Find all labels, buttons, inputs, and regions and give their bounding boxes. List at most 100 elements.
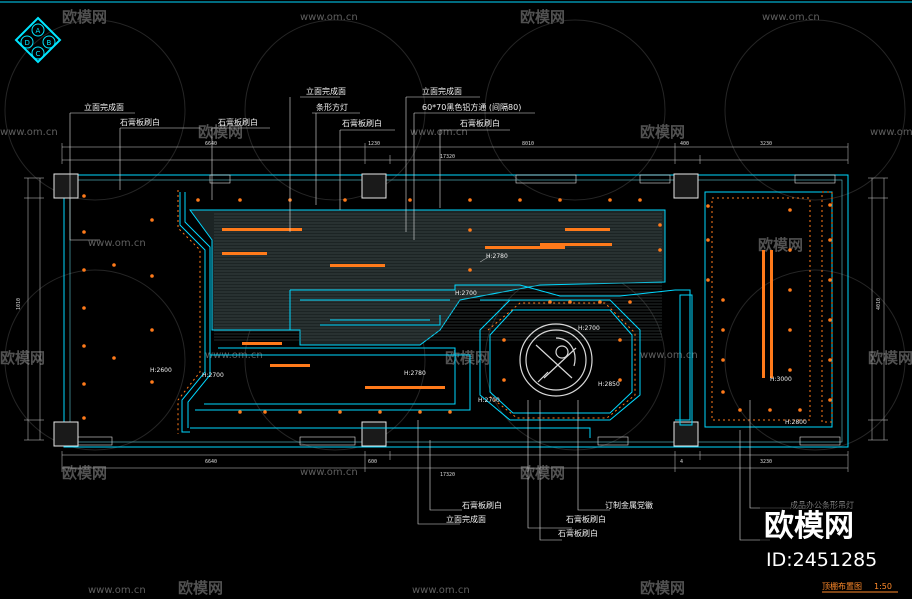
dim-text: 3230 [760, 141, 772, 147]
downlight [628, 300, 632, 304]
watermark-brand: 欧模网 [758, 236, 803, 254]
dim-text: 4 [680, 459, 683, 465]
downlight [468, 228, 472, 232]
dim-text: 8010 [522, 141, 534, 147]
linear-light [222, 252, 267, 255]
dim-total: 17320 [440, 154, 455, 160]
dim-text: 6640 [205, 141, 217, 147]
annotation-label: 石膏板刷白 [120, 117, 160, 127]
ceiling-bulkheads [179, 191, 833, 438]
annotation-label: 订制金属党徽 [605, 500, 653, 510]
downlight [721, 298, 725, 302]
linear-light [242, 342, 282, 345]
downlight [343, 198, 347, 202]
annotation-label: 石膏板刷白 [342, 118, 382, 128]
downlight [788, 328, 792, 332]
annotation-label: 立面完成面 [422, 86, 462, 96]
watermark-url: www.om.cn [410, 127, 468, 138]
watermark-brand: 欧模网 [640, 579, 685, 597]
annotation-label: 条形方灯 [316, 102, 348, 112]
downlight [828, 238, 832, 242]
downlight [828, 398, 832, 402]
downlight [418, 410, 422, 414]
dimension-values: 6640 1230 8010 400 3230 17320 6640 600 4… [16, 141, 882, 478]
linear-light [762, 250, 765, 378]
annotation-label: 石膏板刷白 [218, 117, 258, 127]
height-label: H:2850 [598, 381, 620, 388]
watermark-url: www.om.cn [0, 127, 58, 138]
downlight [788, 288, 792, 292]
downlight [706, 204, 710, 208]
watermark-brand: 欧模网 [62, 464, 107, 482]
watermark-brand: 欧模网 [0, 349, 45, 367]
watermark-brand: 欧模网 [62, 8, 107, 26]
downlights [82, 194, 832, 420]
downlight [82, 230, 86, 234]
linear-light [565, 228, 610, 231]
watermark-url: www.om.cn [88, 238, 146, 249]
downlight [263, 410, 267, 414]
downlight [798, 408, 802, 412]
downlight [828, 358, 832, 362]
downlight [828, 278, 832, 282]
downlight [112, 263, 116, 267]
height-labels: H:2780 H:2700 H:2700 H:2600 H:2700 H:278… [150, 253, 807, 426]
linear-light [540, 243, 612, 246]
downlight [150, 218, 154, 222]
downlight [82, 306, 86, 310]
watermark-url: www.om.cn [300, 467, 358, 478]
annotation-label: 石膏板刷白 [460, 118, 500, 128]
downlight [618, 338, 622, 342]
downlight [598, 300, 602, 304]
downlight [608, 198, 612, 202]
dim-text: 3230 [760, 459, 772, 465]
downlight [82, 344, 86, 348]
downlight [788, 368, 792, 372]
dimension-lines [24, 143, 888, 472]
annotation-label: 立面完成面 [84, 102, 124, 112]
downlight [468, 268, 472, 272]
annotation-label: 石膏板刷白 [462, 500, 502, 510]
downlight [82, 382, 86, 386]
annotation-label: 立面完成面 [306, 86, 346, 96]
watermark-brand: 欧模网 [445, 349, 490, 367]
downlight [721, 358, 725, 362]
downlight [518, 198, 522, 202]
linear-light [770, 250, 773, 378]
height-label: H:2700 [455, 290, 477, 297]
downlight [238, 198, 242, 202]
annotation-label: 石膏板刷白 [566, 514, 606, 524]
dim-text: 4010 [876, 298, 882, 310]
watermark-big-brand: 欧模网 [764, 509, 854, 544]
downlight [558, 198, 562, 202]
downlight [502, 338, 506, 342]
logo-letter: A [36, 27, 41, 35]
watermark-brand: 欧模网 [640, 123, 685, 141]
downlight [721, 328, 725, 332]
watermark-url: www.om.cn [640, 350, 698, 361]
abcd-logo-icon: A B C D [14, 16, 62, 64]
watermark-url: www.om.cn [88, 585, 146, 596]
downlight [788, 248, 792, 252]
watermark-layer: 欧模网 www.om.cn 欧模网 www.om.cn www.om.cn 欧模… [0, 8, 912, 597]
downlight [82, 268, 86, 272]
downlight [298, 410, 302, 414]
downlight [448, 410, 452, 414]
outer-walls [63, 174, 849, 448]
downlight [150, 328, 154, 332]
watermark-brand: 欧模网 [520, 8, 565, 26]
logo-letter: D [25, 39, 30, 47]
downlight [828, 203, 832, 207]
drawing-title-text: 顶棚布置图 [822, 581, 862, 591]
downlight [568, 300, 572, 304]
metal-emblem-icon [519, 323, 593, 397]
linear-light [365, 386, 445, 389]
height-label: H:3000 [770, 376, 792, 383]
dim-text: 6640 [205, 459, 217, 465]
downlight [721, 390, 725, 394]
logo-letter: C [36, 50, 41, 58]
dim-text: 1230 [368, 141, 380, 147]
height-label: H:2600 [150, 367, 172, 374]
downlight [658, 248, 662, 252]
downlight [338, 410, 342, 414]
